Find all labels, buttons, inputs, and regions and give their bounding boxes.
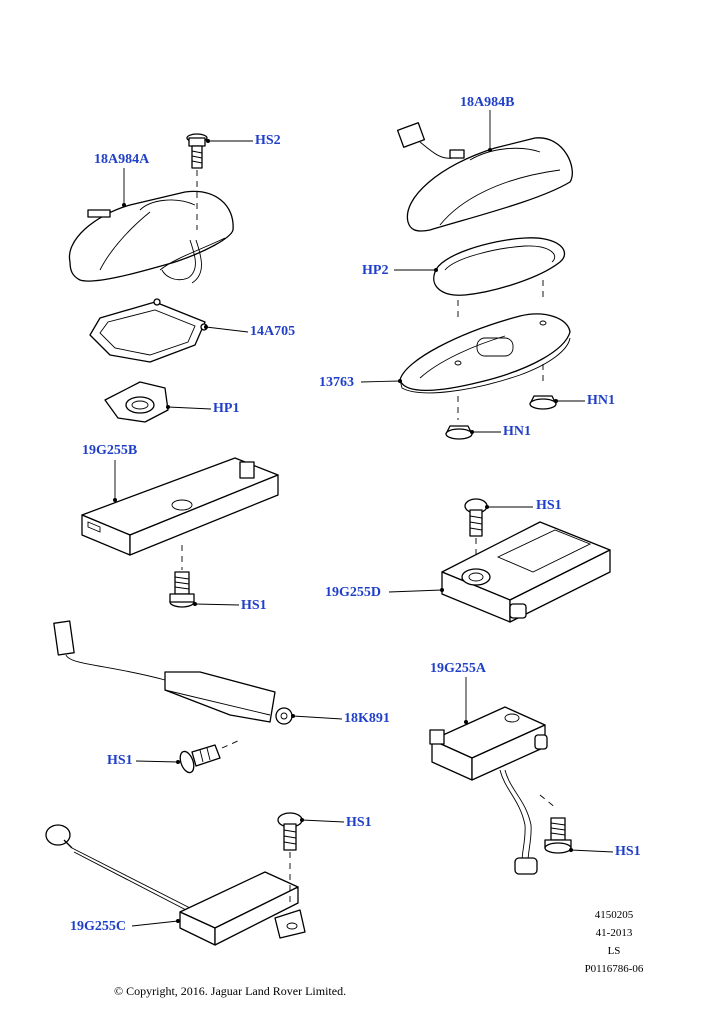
part-18A984B-antenna-cover: [396, 122, 573, 232]
callout-19G255D: 19G255D: [325, 585, 381, 600]
meta-line-4: P0116786-06: [584, 963, 644, 975]
callout-18A984B: 18A984B: [460, 95, 515, 110]
part-19G255D-module: [441, 521, 611, 623]
part-13763-base-plate: [399, 313, 571, 420]
part-19G255A-module: [429, 706, 557, 875]
callout-HS2: HS2: [255, 133, 281, 148]
callout-13763: 13763: [319, 375, 354, 390]
callout-HN1-left: HN1: [503, 424, 531, 439]
part-19G255C-module: [45, 824, 306, 946]
part-HN1-nut-left: [445, 425, 473, 440]
callout-HN1-right: HN1: [587, 393, 615, 408]
callout-14A705: 14A705: [250, 324, 296, 339]
callout-19G255B: 19G255B: [82, 443, 138, 458]
part-18A984A-antenna-cover: [68, 190, 234, 284]
part-14A705-gasket: [89, 298, 208, 363]
part-18K891-sensor: [53, 620, 293, 725]
part-HP2-pad: [433, 237, 566, 320]
part-HS1-bolt-b: [169, 571, 195, 608]
callout-HP2: HP2: [362, 263, 389, 278]
callout-19G255C: 19G255C: [70, 919, 126, 934]
meta-line-3: LS: [607, 945, 621, 957]
callout-HP1: HP1: [213, 401, 240, 416]
meta-line-2: 41-2013: [595, 927, 633, 939]
callout-HS1-c: HS1: [346, 815, 372, 830]
copyright-notice: © Copyright, 2016. Jaguar Land Rover Lim…: [114, 984, 347, 998]
diagram-meta: 4150205 41-2013 LS P0116786-06: [572, 906, 656, 978]
part-HP1-clip: [104, 381, 169, 423]
callout-18K891: 18K891: [344, 711, 390, 726]
part-HN1-nut-right: [529, 395, 557, 410]
callout-HS1-k: HS1: [107, 753, 133, 768]
part-19G255B-module: [81, 457, 279, 570]
leader-lines: [113, 110, 614, 927]
callout-HS1-a: HS1: [615, 844, 641, 859]
meta-line-1: 4150205: [594, 909, 634, 921]
callout-HS1-b: HS1: [241, 598, 267, 613]
part-HS2-screw: [186, 133, 208, 230]
callout-18A984A: 18A984A: [94, 152, 150, 167]
callout-19G255A: 19G255A: [430, 661, 486, 676]
callout-HS1-d: HS1: [536, 498, 562, 513]
part-HS1-screw-k: [179, 739, 241, 774]
part-HS1-bolt-a: [544, 817, 572, 854]
part-HS1-screw-c: [277, 812, 303, 905]
